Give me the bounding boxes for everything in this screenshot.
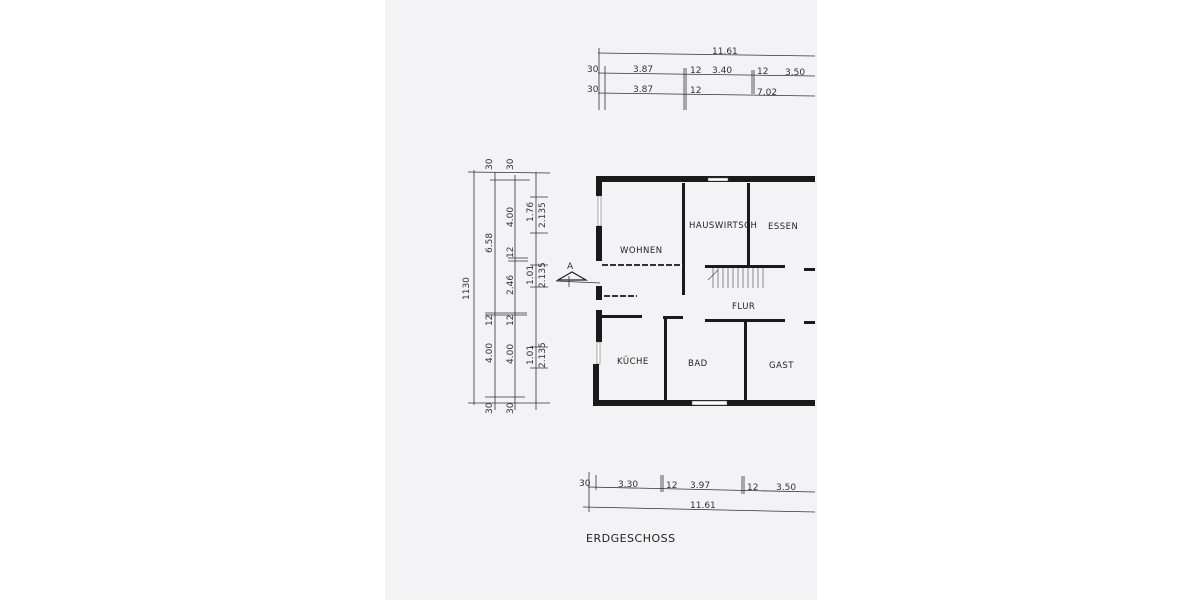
drawing-title: ERDGESCHOSS [586,532,676,545]
room-label-hauswirtsch: HAUSWIRTSCH [689,221,757,231]
dim-label: 4.00 [506,344,516,364]
section-marker-a: A [555,262,601,287]
room-label-flur: FLUR [732,302,755,312]
dim-label: 30 [587,85,599,95]
dim-label: 3.87 [633,85,653,95]
dim-label: 12 [666,481,677,491]
dim-label: 12 [485,315,495,326]
dim-label: 7.02 [757,88,777,98]
bottom-dimension-chain: 30 3.30 12 3.97 12 3.50 11.61 [579,472,816,513]
dim-label: 30 [485,158,495,170]
dim-label: 4.00 [506,207,516,227]
room-label-wohnen: WOHNEN [620,246,663,256]
dim-label: 3.50 [776,483,796,493]
dim-label: 3.97 [690,481,710,491]
dim-label: 4.00 [485,343,495,363]
dim-top-overall: 11.61 [712,47,738,57]
dim-label: 2.135 [538,342,548,368]
dim-label: 6.58 [485,233,495,253]
walls [593,176,815,406]
dim-label: 3.87 [633,65,653,75]
dim-label: 3.30 [618,480,638,490]
dim-label: 12 [690,86,701,96]
room-label-kueche: KÜCHE [617,356,649,367]
room-labels: WOHNEN HAUSWIRTSCH ESSEN FLUR KÜCHE BAD … [617,221,798,371]
dim-label: 3.50 [785,68,805,78]
dim-label: 12 [506,315,516,326]
svg-text:A: A [567,262,574,272]
dim-label: 12 [690,66,701,76]
left-dimension-chain: 1130 30 6.58 12 4.00 30 30 4.00 12 2.46 … [462,158,551,414]
dim-label: 30 [506,402,516,414]
dim-label: 30 [506,158,516,170]
room-label-gast: GAST [769,361,794,371]
top-dimension-chain: 11.61 30 3.87 12 3.40 12 3.50 30 3.87 12… [587,47,816,110]
dim-label: 2.135 [538,262,548,288]
dim-label: 12 [506,247,516,258]
dim-left-overall: 1130 [462,277,472,300]
dim-label: 1.01 [526,265,536,285]
dim-label: 12 [747,483,758,493]
dim-label: 1.01 [526,345,536,365]
room-label-bad: BAD [688,359,708,369]
dim-label: 2.46 [506,275,516,295]
dim-label: 30 [587,65,599,75]
dim-bottom-overall: 11.61 [690,501,716,511]
dim-label: 12 [757,67,768,77]
dim-label: 30 [579,479,591,489]
dim-label: 1.76 [526,202,536,222]
dim-label: 2.135 [538,202,548,228]
dim-label: 3.40 [712,66,732,76]
room-label-essen: ESSEN [768,222,798,232]
dim-label: 30 [485,402,495,414]
